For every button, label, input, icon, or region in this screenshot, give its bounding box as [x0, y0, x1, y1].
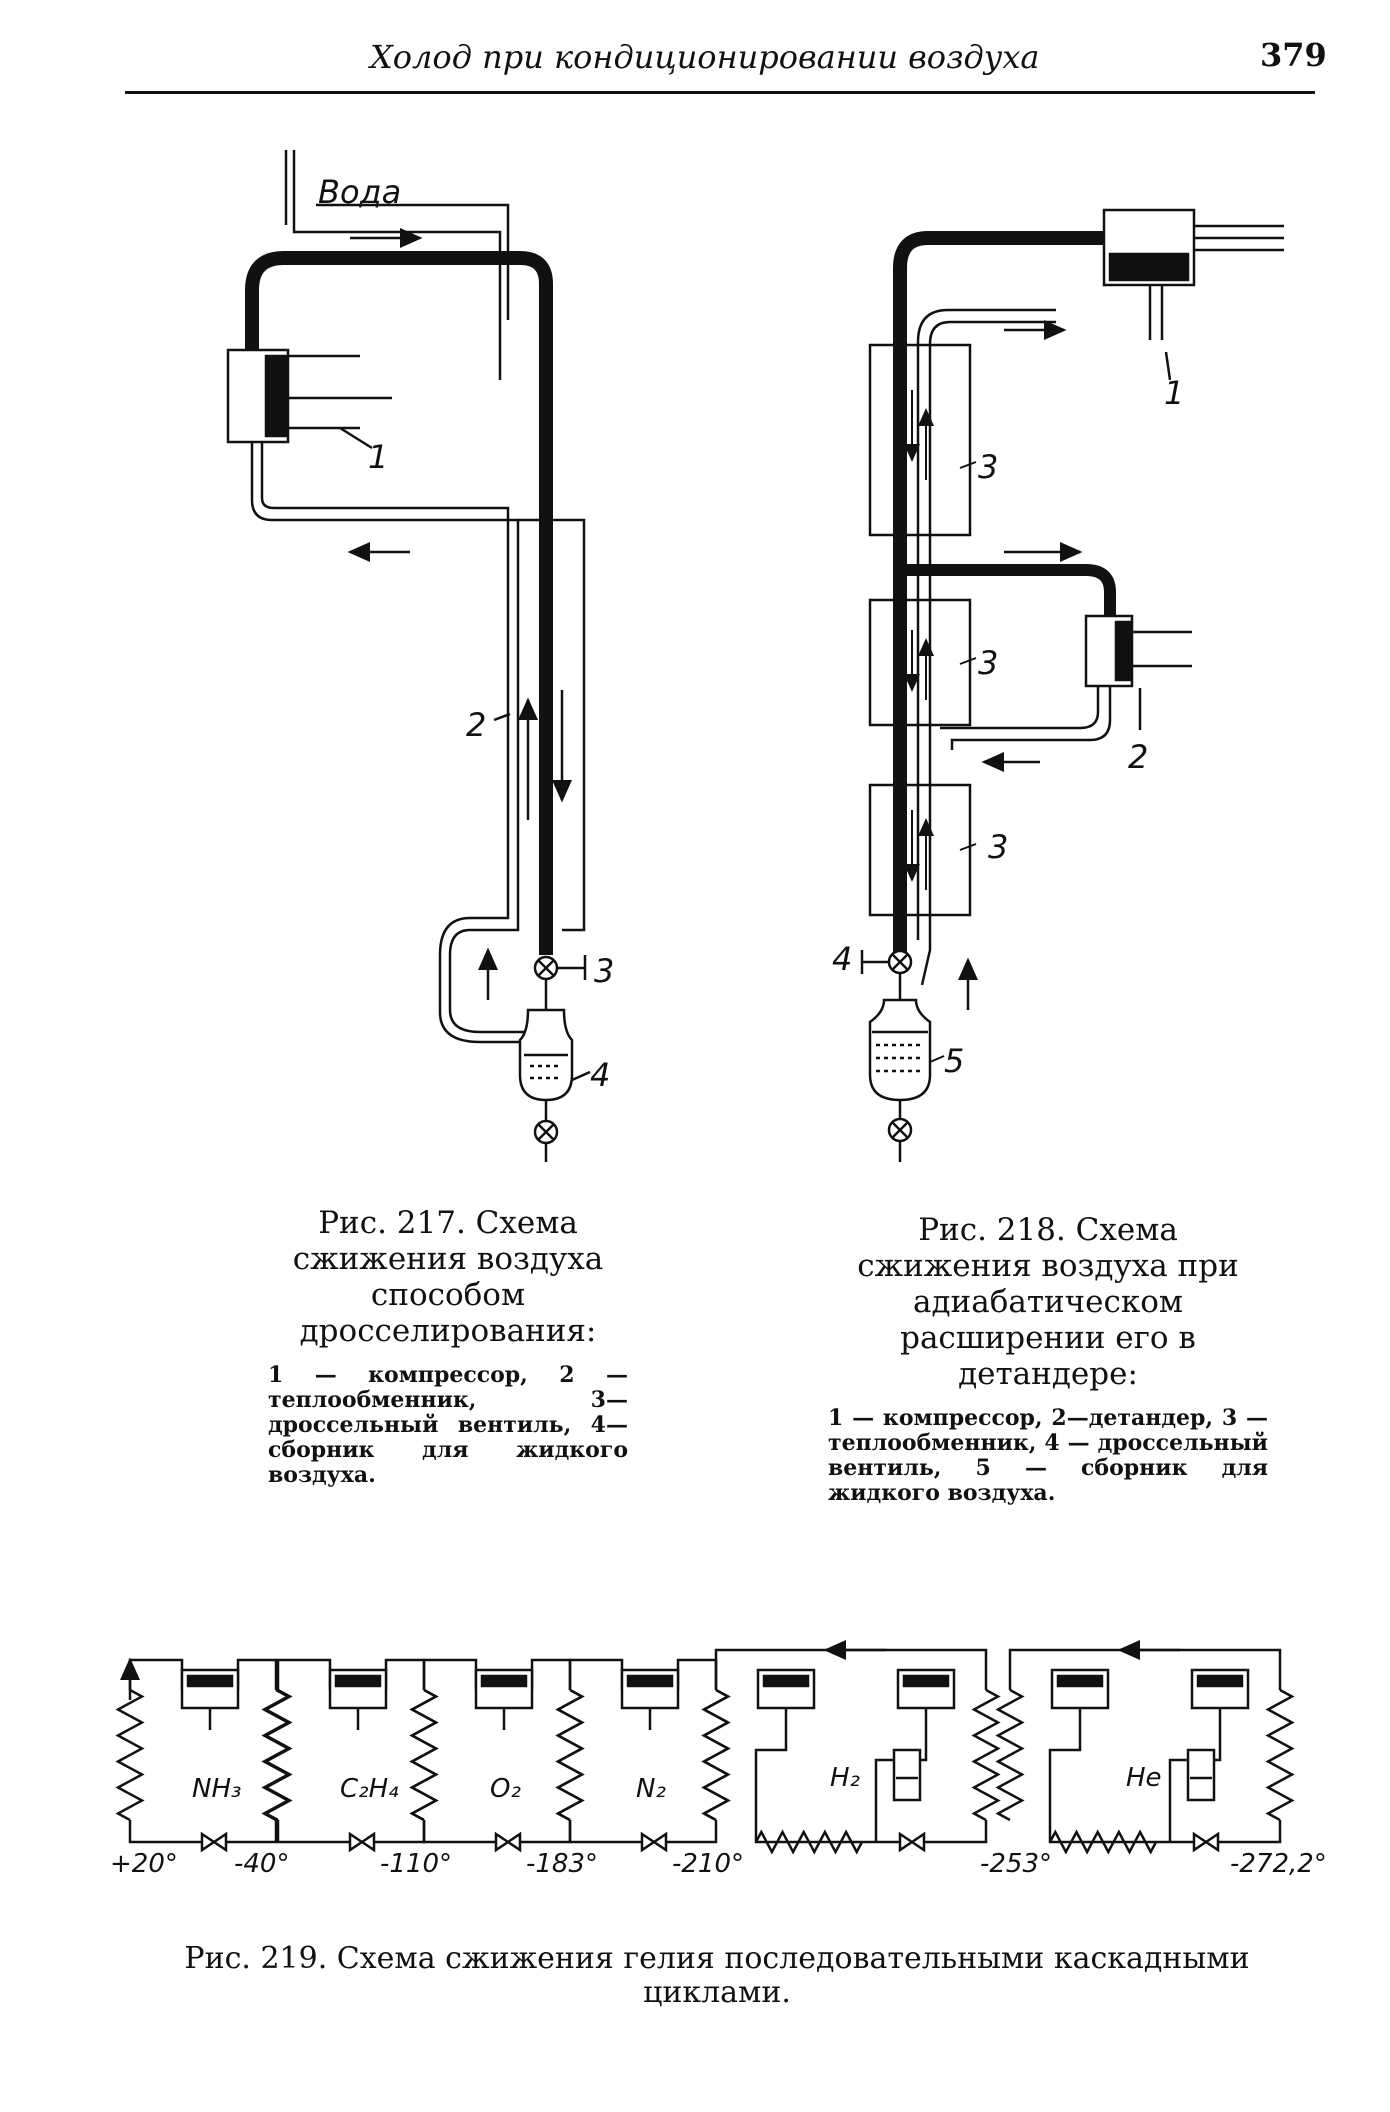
fig219-temp-1: -40°: [234, 1849, 289, 1879]
fig218-caption: Рис. 218. Схема сжижения воздуха при ади…: [857, 1212, 1239, 1392]
page-number: 379: [1260, 36, 1327, 74]
fig217-caption-block: Рис. 217. Схема сжижения воздуха способо…: [268, 1205, 628, 1488]
fig218-callout-3b: 3: [978, 644, 998, 682]
fig218-callout-5: 5: [944, 1042, 964, 1080]
fig217-high-pressure-line: [245, 251, 553, 955]
fig217-caption: Рис. 217. Схема сжижения воздуха способо…: [292, 1205, 604, 1349]
fig218-throttle-valve: [860, 949, 913, 975]
fig217-return-line: [250, 442, 535, 1034]
fig218-liquid-collector: [868, 973, 932, 1162]
fig218-callout-1: 1: [1164, 374, 1184, 412]
fig218-heat-exchanger-bottom: [868, 783, 972, 917]
fig219-separator-he: [1186, 1748, 1216, 1802]
fig219-stage-he: He: [1126, 1763, 1162, 1793]
fig218-caption-block: Рис. 218. Схема сжижения воздуха при ади…: [828, 1212, 1268, 1506]
fig219-evap-he: [1265, 1688, 1295, 1822]
fig218-diagram: 1 3 3 3: [832, 208, 1284, 1162]
fig217-liquid-collector: [518, 979, 574, 1162]
fig218-heat-exchanger-mid: [868, 598, 972, 727]
fig217-diagram: Вода 1 2 3: [226, 150, 614, 1162]
fig219-stage-nh3: NH₃: [192, 1774, 241, 1804]
fig219-recuperator-h2: [754, 1829, 864, 1855]
fig219-stage-n2: N₂: [636, 1774, 666, 1804]
fig218-expander: [1084, 614, 1192, 730]
fig217-compressor: [226, 348, 392, 444]
fig219-temp-5: -253°: [980, 1849, 1052, 1879]
fig217-water-pipe: [284, 150, 510, 380]
fig218-callout-2: 2: [1128, 738, 1148, 776]
fig217-throttle-valve: [533, 955, 587, 981]
fig217-callout-3: 3: [594, 952, 614, 990]
fig217-callout-1: 1: [368, 438, 388, 476]
fig217-heat-exchanger: [518, 518, 586, 932]
fig217-callout-4: 4: [590, 1056, 610, 1094]
fig219-stage-c2h4: C₂H₄: [340, 1774, 399, 1804]
fig219-temperatures: +20° -40° -110° -183° -210° -253° -272,2…: [110, 1849, 1327, 1879]
fig217-water-label: Вода: [318, 173, 401, 211]
fig219-valve-he: [1192, 1831, 1220, 1853]
fig219-stage-o2: O₂: [490, 1774, 521, 1804]
fig219-recuperator-he: [1048, 1829, 1158, 1855]
fig218-callout-3c: 3: [988, 828, 1008, 866]
fig217-callout-2: 2: [466, 706, 486, 744]
fig219-valve-1: [348, 1831, 376, 1853]
fig219-cascade: [115, 1640, 1295, 1855]
fig219-diagram: NH₃ C₂H₄ O₂ N₂ H₂ He +20° -40° -110° -18…: [110, 1640, 1327, 1879]
fig219-valve-2: [494, 1831, 522, 1853]
fig219-condenser-coil-1: [263, 1688, 293, 1822]
fig218-callout-4: 4: [832, 940, 852, 978]
fig219-stage-labels: NH₃ C₂H₄ O₂ N₂ H₂ He: [192, 1763, 1162, 1804]
fig219-temp-6: -272,2°: [1230, 1849, 1327, 1879]
fig219-coil-h2: [701, 1688, 731, 1822]
fig219-condenser-coil-3: [555, 1688, 585, 1822]
fig219-temp-0: +20°: [110, 1849, 178, 1879]
fig218-callout-3a: 3: [978, 448, 998, 486]
fig219-valve-3: [640, 1831, 668, 1853]
fig219-caption: Рис. 219. Схема сжижения гелия последова…: [184, 1941, 1250, 2010]
fig219-valve-0: [200, 1831, 228, 1853]
fig219-evap-h2: [971, 1688, 1001, 1822]
header-rule: [125, 91, 1315, 94]
fig219-temp-4: -210°: [672, 1849, 744, 1879]
fig219-temp-3: -183°: [526, 1849, 598, 1879]
fig219-condenser-coil-2: [409, 1688, 439, 1822]
fig217-legend: 1 — компрессор, 2 — теплообменник, 3—дро…: [268, 1362, 628, 1488]
fig218-legend: 1 — компрессор, 2—детандер, 3 — теплообм…: [828, 1405, 1268, 1506]
fig219-stage-h2: H₂: [830, 1763, 860, 1793]
fig219-valve-h2: [898, 1831, 926, 1853]
running-header-title: Холод при кондиционировании воздуха: [370, 38, 1040, 76]
fig218-compressor: [1102, 208, 1284, 340]
fig219-temp-2: -110°: [380, 1849, 452, 1879]
fig219-separator-h2: [892, 1748, 922, 1802]
fig219-coil-he: [995, 1688, 1025, 1822]
fig218-high-pressure-line: [893, 231, 1104, 962]
fig219-condenser-coil-0: [115, 1688, 145, 1822]
fig218-heat-exchanger-top: [868, 343, 972, 537]
